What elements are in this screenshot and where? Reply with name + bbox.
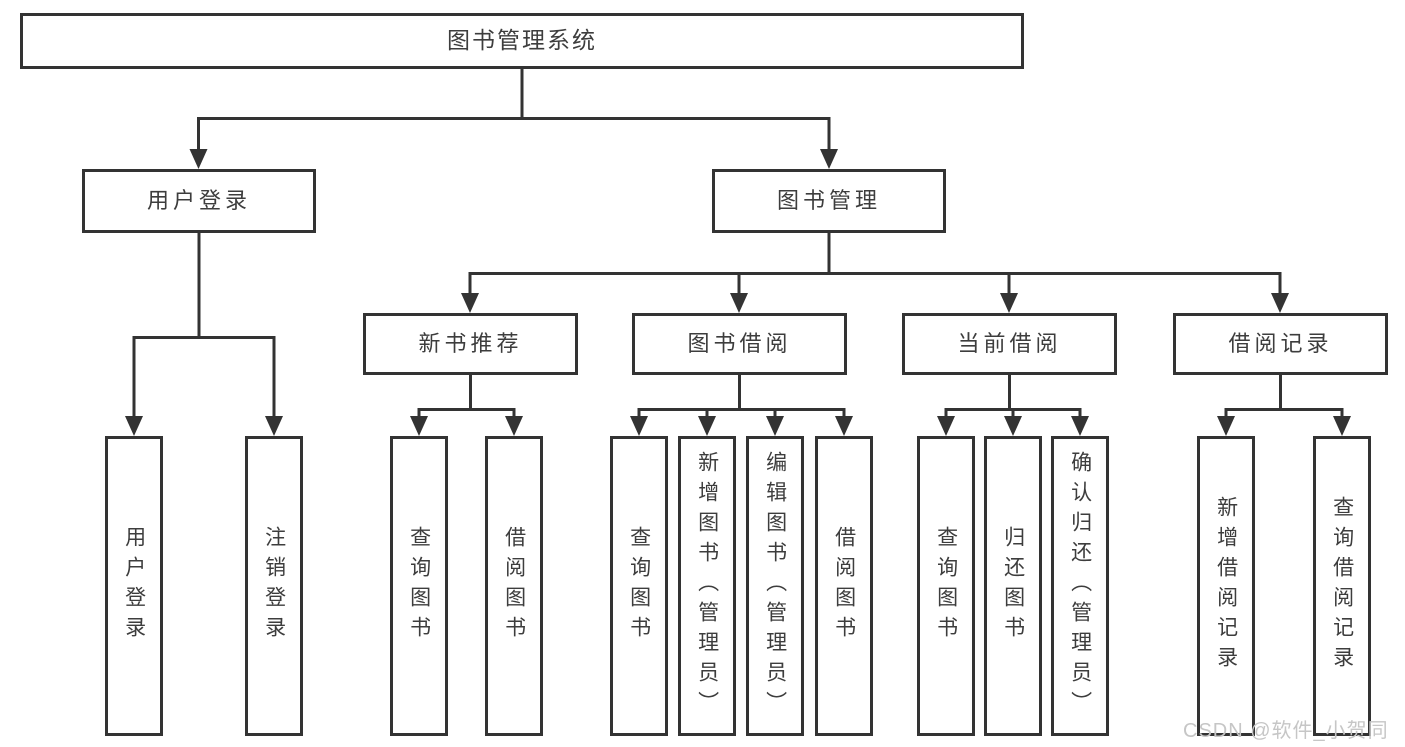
node-leaf-add-book-admin: 新增图书（管理员） [678, 436, 736, 736]
node-current-borrowing: 当前借阅 [902, 313, 1117, 375]
node-leaf-edit-book-admin: 编辑图书（管理员） [746, 436, 804, 736]
node-book-borrowing: 图书借阅 [632, 313, 847, 375]
node-book-management-branch: 图书管理 [712, 169, 946, 233]
node-leaf-confirm-return-admin: 确认归还（管理员） [1051, 436, 1109, 736]
node-leaf-borrow-books-recommend: 借阅图书 [485, 436, 543, 736]
node-leaf-query-borrow-record: 查询借阅记录 [1313, 436, 1371, 736]
node-leaf-query-books-current: 查询图书 [917, 436, 975, 736]
node-leaf-borrow-books: 借阅图书 [815, 436, 873, 736]
node-leaf-user-login: 用户登录 [105, 436, 163, 736]
node-library-management-system: 图书管理系统 [20, 13, 1024, 69]
node-leaf-query-books-recommend: 查询图书 [390, 436, 448, 736]
node-leaf-return-books: 归还图书 [984, 436, 1042, 736]
arrow-down-icons [125, 149, 1351, 436]
node-leaf-logout: 注销登录 [245, 436, 303, 736]
node-leaf-add-borrow-record: 新增借阅记录 [1197, 436, 1255, 736]
node-new-book-recommendation: 新书推荐 [363, 313, 578, 375]
node-user-login-branch: 用户登录 [82, 169, 316, 233]
watermark: CSDN @软件_小贺同学 [1183, 720, 1389, 742]
node-borrowing-records: 借阅记录 [1173, 313, 1388, 375]
node-leaf-query-books-borrowing: 查询图书 [610, 436, 668, 736]
